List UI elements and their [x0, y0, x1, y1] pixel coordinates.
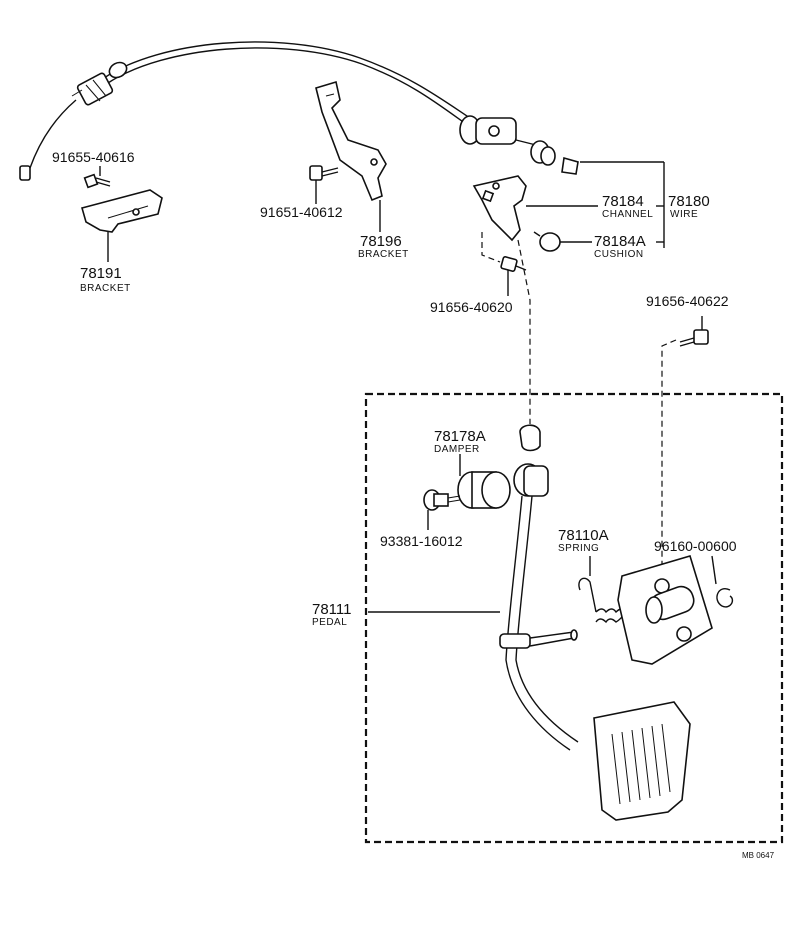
bolt-93381-16012 [423, 489, 461, 530]
clip-96160-00600 [711, 555, 734, 608]
name-78111: PEDAL [312, 617, 347, 628]
damper-78178a [457, 454, 511, 509]
name-78184: CHANNEL [602, 209, 653, 220]
label-78110a: 78110A [558, 527, 609, 544]
bolt-91655-40616 [83, 166, 111, 189]
label-78111: 78111 [312, 601, 352, 618]
name-78191: BRACKET [80, 283, 131, 294]
accelerator-cable [19, 41, 579, 181]
label-78180: 78180 [668, 193, 710, 210]
label-91655-40616: 91655-40616 [52, 149, 135, 165]
bracket-78196 [315, 80, 387, 232]
channel-78184 [472, 175, 598, 242]
wire-group-leaders [580, 161, 665, 248]
bracket-78191 [81, 189, 163, 262]
label-93381-16012: 93381-16012 [380, 533, 463, 549]
pedal-mounting-bracket [617, 555, 713, 665]
bolt-91651-40612 [309, 165, 339, 204]
label-78184a: 78184A [594, 233, 646, 250]
figure-code: MB 0647 [742, 851, 775, 860]
label-91656-40620: 91656-40620 [430, 299, 513, 315]
name-78178a: DAMPER [434, 444, 480, 455]
name-78184a: CUSHION [594, 249, 644, 260]
cable-adjuster-nut [71, 61, 128, 106]
pedal-78111 [368, 424, 691, 821]
pedal-assembly-box [364, 392, 784, 844]
assembly-guide-pedal [517, 239, 531, 424]
label-96160-00600: 96160-00600 [654, 538, 737, 554]
name-78110a: SPRING [558, 543, 599, 554]
name-78196: BRACKET [358, 249, 409, 260]
cushion-78184a [533, 231, 592, 252]
label-91651-40612: 91651-40612 [260, 204, 343, 220]
label-91656-40622: 91656-40622 [646, 293, 729, 309]
assembly-guide-channel [481, 232, 501, 263]
label-78178a: 78178A [434, 428, 486, 445]
assembly-guide-bracket [661, 339, 677, 570]
label-78184: 78184 [602, 193, 644, 210]
bolt-91656-40622 [679, 316, 709, 347]
cable-end-fitting [459, 115, 579, 175]
name-78180: WIRE [670, 209, 698, 220]
bolt-91656-40620 [500, 256, 527, 296]
label-78196: 78196 [360, 233, 402, 250]
label-78191: 78191 [80, 265, 122, 282]
